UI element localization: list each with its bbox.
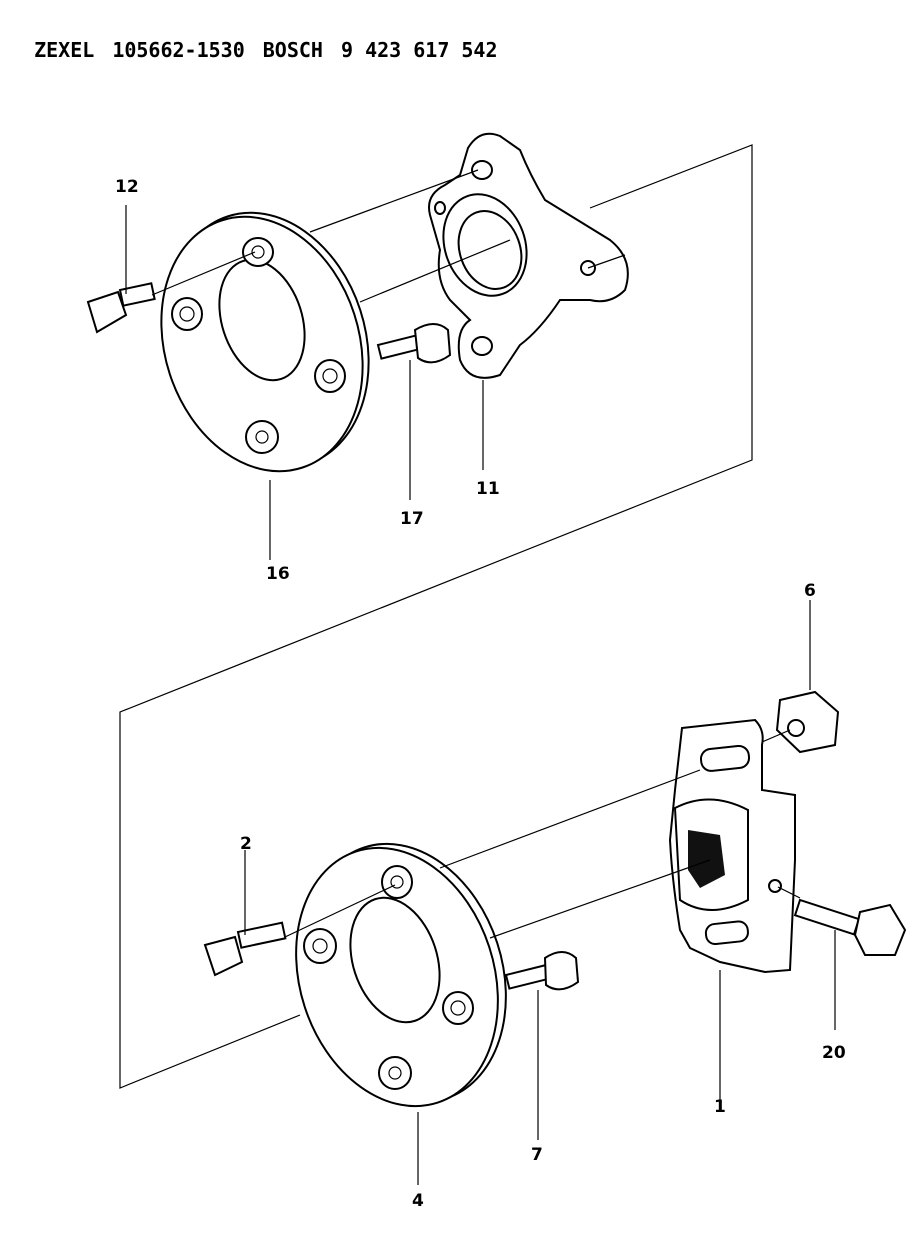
callout-11: 11 [476, 479, 500, 499]
part-6-nut-block [719, 600, 840, 761]
part-20-flange-bolt [777, 886, 907, 1030]
callout-17: 17 [400, 509, 424, 529]
part-12-bolt [86, 205, 256, 334]
upper-assembly-boundary [119, 144, 753, 1089]
part-17-bolt [309, 169, 511, 500]
header-part-number-zexel: 105662-1530 [112, 38, 245, 62]
header-brand-bosch: BOSCH [262, 38, 323, 62]
part-2-bolt [203, 850, 396, 977]
callout-12: 12 [115, 177, 139, 197]
callout-2: 2 [240, 834, 252, 854]
callout-6: 6 [804, 581, 816, 601]
header-part-number-bosch: 9 423 617 542 [340, 38, 498, 62]
part-4-lower-disc [295, 769, 711, 1185]
part-1-coupling-bracket [668, 718, 796, 1100]
part-11-flange-housing [428, 132, 629, 470]
callout-1: 1 [714, 1097, 726, 1117]
part-16-upper-disc [160, 211, 370, 560]
callout-16: 16 [266, 564, 290, 584]
drawing-header: ZEXEL 105662-1530 BOSCH 9 423 617 542 [10, 14, 516, 62]
part-7-bolt [504, 951, 580, 1140]
header-brand-zexel: ZEXEL [34, 38, 95, 62]
callout-20: 20 [822, 1043, 846, 1063]
callout-4: 4 [412, 1191, 424, 1211]
callout-7: 7 [531, 1145, 543, 1165]
